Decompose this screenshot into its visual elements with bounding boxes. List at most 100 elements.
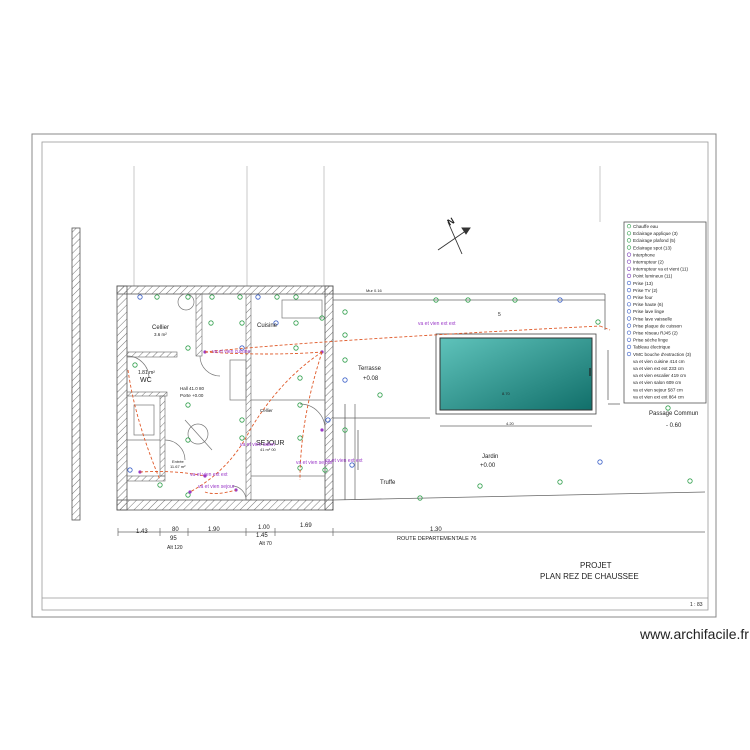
interior-details xyxy=(126,293,326,501)
legend-item: Interrupteur (2) xyxy=(633,260,664,265)
electrical-symbol-icon xyxy=(273,320,279,326)
room-hall-line2: Porte +0.00 xyxy=(180,393,204,398)
legend-item: Prise four xyxy=(633,295,653,300)
hob-socket-icon xyxy=(626,323,632,328)
room-sejour-area: 41 m² 00 xyxy=(260,447,277,452)
dishwasher-socket-icon xyxy=(626,316,632,321)
electrical-symbol-icon xyxy=(465,297,471,303)
room-hall-line1: Hall 41.0 80 xyxy=(180,386,205,391)
legend-item: va et vien cuisine 414 cm xyxy=(633,359,685,364)
legend-item: Eclairage plafond (5) xyxy=(633,238,676,243)
sheet-inner-frame xyxy=(41,141,709,611)
title-projet: PROJET xyxy=(580,561,612,570)
alt-70: Alt 70 xyxy=(259,541,272,547)
oven-socket-icon xyxy=(626,295,632,300)
legend-item: Point lumineux (11) xyxy=(633,274,673,279)
legend-item: Tableau électrique xyxy=(633,345,671,350)
electrical-symbol-icon xyxy=(132,362,138,368)
room-cellier2: Cellier xyxy=(260,408,273,413)
site-boundary xyxy=(332,293,706,501)
electrical-symbol-icon xyxy=(597,459,603,465)
legend-item: Prise lave linge xyxy=(633,309,665,314)
room-cellier-area: 3.6 m² xyxy=(154,332,167,337)
room-terrasse: Terrasse xyxy=(358,366,382,372)
room-entree-line1: Entrée xyxy=(172,459,185,464)
legend-item: va et vien escalier 419 cm xyxy=(633,373,686,378)
house-walls xyxy=(116,285,334,511)
electrical-symbol-icon xyxy=(297,375,303,381)
electrical-symbol-icon xyxy=(319,315,325,321)
electrical-symbol-icon xyxy=(595,319,601,325)
room-wc: WC xyxy=(140,377,152,384)
room-passage: Passage Commun xyxy=(649,411,698,417)
legend-item: Prise réseau RJ45 (2) xyxy=(633,331,678,336)
wiring-runs xyxy=(127,325,611,495)
electrical-symbol-icon xyxy=(154,294,160,300)
dim-100: 1.00 xyxy=(258,525,270,531)
legend-item: Prise lave vaisselle xyxy=(633,316,673,321)
room-cellier: Cellier xyxy=(152,325,169,331)
socket-icon xyxy=(626,280,632,286)
legend-item: va et vien sejour 587 cm xyxy=(633,387,683,392)
electrical-symbol-icon xyxy=(687,478,693,484)
electrical-symbol-icon xyxy=(349,462,355,468)
annotation-vv-salon: va et vien salon xyxy=(240,442,275,448)
washing-machine-socket-icon xyxy=(626,309,632,314)
electrical-symbol-icon xyxy=(274,294,280,300)
room-jardin-level: +0.00 xyxy=(480,463,496,469)
dim-80: 80 xyxy=(172,527,179,533)
electrical-symbol-icon xyxy=(239,345,245,351)
alt-120: Alt 120 xyxy=(167,545,183,551)
electrical-symbol-icon xyxy=(239,320,245,326)
annotation-vv-ext: va et vien ext ext xyxy=(418,321,456,327)
electrical-symbol-icon xyxy=(665,405,671,411)
legend-item: va et vien salon 609 cm xyxy=(633,380,681,385)
title-plan: PLAN REZ DE CHAUSSEE xyxy=(540,572,639,581)
electrical-symbol-icon xyxy=(297,402,303,408)
electrical-symbol-icon xyxy=(127,467,133,473)
spot-light-icon xyxy=(626,245,632,250)
electrical-symbol-icon xyxy=(209,294,215,300)
north-arrow xyxy=(437,221,471,255)
scale-label: 1 : 83 xyxy=(690,602,703,608)
electrical-symbol-icon xyxy=(157,482,163,488)
legend-item: Eclairage applique (3) xyxy=(633,231,678,236)
legend-item: Interphone xyxy=(633,252,655,257)
dim-130: 1.30 xyxy=(430,527,442,533)
legend-item: Eclairage spot (13) xyxy=(633,245,672,250)
electrical-symbol-icon xyxy=(255,294,261,300)
legend-item: Prise sèche linge xyxy=(633,338,668,343)
ceiling-light-icon xyxy=(626,238,632,243)
room-passage-level: - 0.60 xyxy=(666,423,682,429)
electrical-symbol-icon xyxy=(239,435,245,441)
annotation-vv-sejour-2: va et vien ext ext xyxy=(190,472,228,478)
electrical-symbols xyxy=(127,294,693,501)
dim-143: 1.43 xyxy=(136,529,148,535)
switch-icon xyxy=(626,259,632,264)
electrical-symbol-icon xyxy=(293,345,299,351)
electrical-symbol-icon xyxy=(239,417,245,423)
room-wc-area: 1.81 m² xyxy=(138,370,155,376)
dim-870: 8.70 xyxy=(502,391,511,396)
electrical-symbol-icon xyxy=(342,427,348,433)
legend-item: VMC bouche d'extraction (3) xyxy=(633,352,692,357)
room-truffe: Truffe xyxy=(380,480,396,486)
electrical-symbol-icon xyxy=(137,294,143,300)
road-label: ROUTE DEPARTEMENTALE 76 xyxy=(397,536,476,542)
swimming-pool xyxy=(439,337,593,411)
electrical-symbol-icon xyxy=(477,483,483,489)
electrical-symbol-icon xyxy=(342,309,348,315)
dim-190: 1.90 xyxy=(208,527,220,533)
legend-item: Prise plaque de cuisson xyxy=(633,323,682,328)
dim-95: 95 xyxy=(170,536,177,542)
dim-5: 5 xyxy=(498,312,501,318)
electrical-symbol-icon xyxy=(185,492,191,498)
electrical-symbol-icon xyxy=(342,332,348,338)
annotation-vv-sejour-1: va et vien sejour xyxy=(296,460,333,466)
retaining-wall xyxy=(71,227,81,521)
legend-item: Chauffe eau xyxy=(633,224,658,229)
dryer-socket-icon xyxy=(626,337,632,342)
annotation-vv-sejour-3: va et vien sejour xyxy=(198,484,235,490)
electrical-symbol-icon xyxy=(417,495,423,501)
